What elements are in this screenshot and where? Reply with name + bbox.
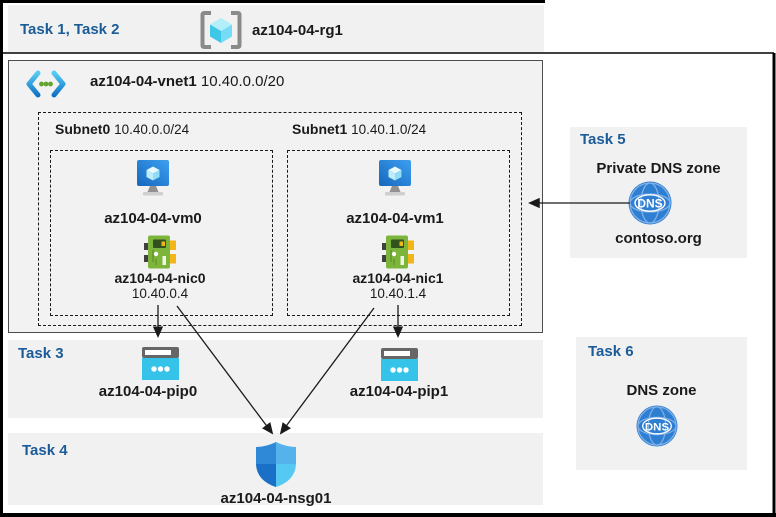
pip1-label: az104-04-pip1: [349, 383, 449, 400]
vm-icon: [136, 160, 170, 202]
task5-label: Task 5: [580, 131, 626, 148]
vm1-label: az104-04-vm1: [346, 210, 444, 227]
contoso-label: contoso.org: [615, 230, 702, 247]
pip0-label: az104-04-pip0: [98, 383, 198, 400]
dns-zone-title: DNS zone: [626, 382, 697, 399]
nic0-ip: 10.40.0.4: [131, 286, 189, 301]
private-dns-zone-title: Private DNS zone: [596, 160, 721, 177]
task6-label: Task 6: [588, 343, 634, 360]
vm0-label: az104-04-vm0: [104, 210, 202, 227]
public-ip-icon: [381, 348, 418, 381]
nsg-shield-icon: [256, 442, 296, 487]
dns-icon: DNS: [628, 181, 672, 225]
nic1-ip: 10.40.1.4: [369, 286, 427, 301]
nic-icon: [144, 235, 176, 269]
task12-label: Task 1, Task 2: [20, 21, 120, 38]
task3-band: [8, 340, 543, 418]
subnet0-box: [50, 150, 273, 316]
dns-icon-text: DNS: [637, 197, 662, 211]
nic-icon: [382, 235, 414, 269]
vnet-container: [8, 60, 543, 333]
nsg-label: az104-04-nsg01: [220, 490, 332, 507]
vnet-label: az104-04-vnet1 10.40.0.0/20: [90, 73, 284, 90]
subnet0-cidr: 10.40.0.0/24: [114, 122, 190, 137]
resource-group-label: az104-04-rg1: [252, 22, 343, 39]
nic0-label: az104-04-nic0: [114, 270, 206, 286]
vnet-icon: [26, 70, 66, 98]
task4-label: Task 4: [22, 442, 68, 459]
subnet1-cidr: 10.40.1.0/24: [351, 122, 427, 137]
vnet-name: az104-04-vnet1: [90, 73, 197, 90]
vm-icon: [378, 160, 412, 202]
subnet0-name: Subnet0: [55, 121, 111, 137]
subnet0-label: Subnet0 10.40.0.0/24: [55, 121, 189, 137]
nic1-label: az104-04-nic1: [352, 270, 444, 286]
task6-panel: [576, 337, 747, 470]
subnet1-label: Subnet1 10.40.1.0/24: [292, 121, 426, 137]
dns-icon: DNS: [636, 405, 678, 447]
dns-icon-text: DNS: [645, 421, 670, 433]
subnet1-name: Subnet1: [292, 121, 348, 137]
task3-label: Task 3: [18, 345, 64, 362]
vnet-cidr: 10.40.0.0/20: [200, 73, 285, 90]
subnets-outer-box: [38, 112, 522, 326]
public-ip-icon: [142, 347, 179, 380]
header-band: [8, 5, 544, 52]
resource-group-icon: [198, 10, 244, 50]
